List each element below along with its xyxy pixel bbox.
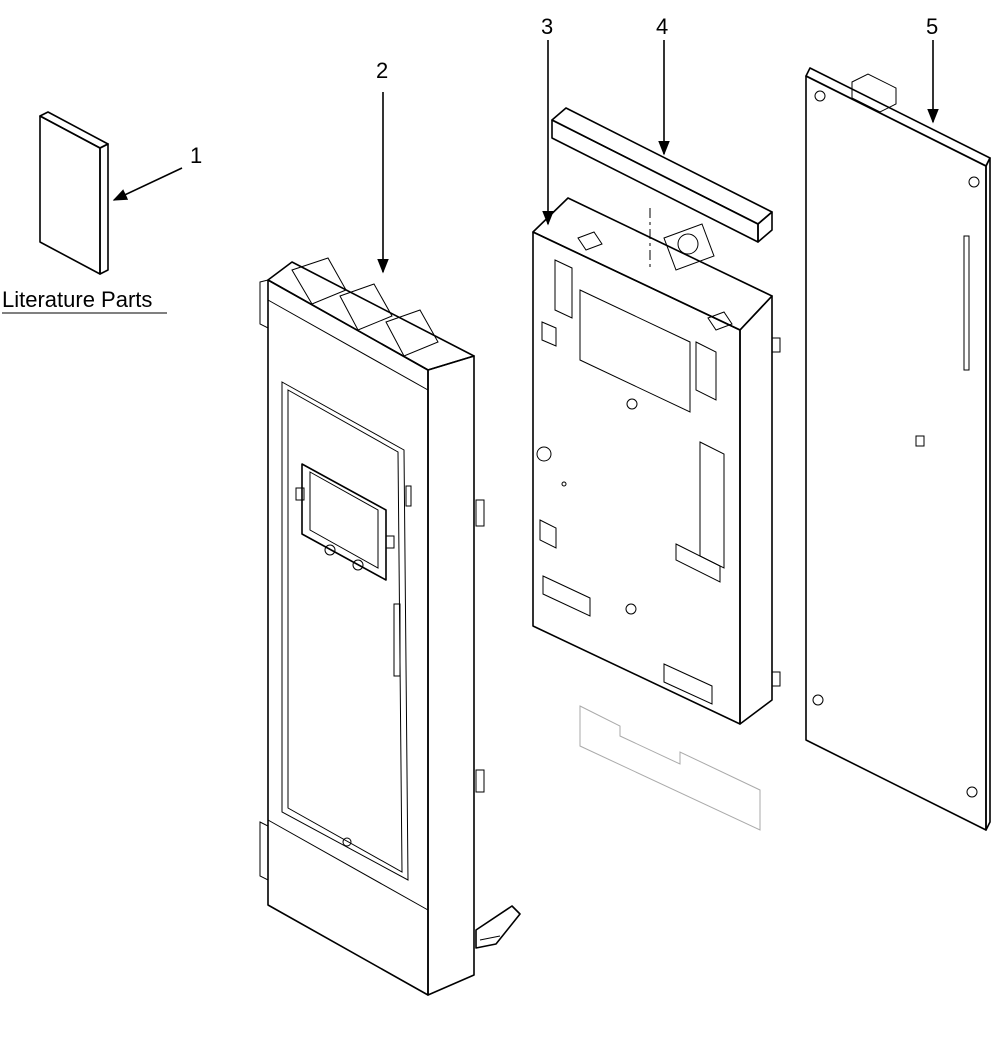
callout-3[interactable]: 3 [541, 14, 553, 39]
part-4-foam-strip[interactable] [551, 107, 773, 243]
part-3-control-housing[interactable] [532, 197, 781, 831]
part-2-control-panel-frame[interactable] [259, 257, 521, 996]
literature-parts-caption: Literature Parts [2, 287, 152, 312]
leader-line-1 [112, 167, 183, 201]
part-5-circuit-board[interactable] [805, 67, 991, 831]
callout-4[interactable]: 4 [656, 14, 668, 39]
callout-2[interactable]: 2 [376, 58, 388, 83]
part-1-literature-booklet[interactable] [39, 111, 109, 275]
callout-1[interactable]: 1 [190, 143, 202, 168]
callout-5[interactable]: 5 [926, 14, 938, 39]
